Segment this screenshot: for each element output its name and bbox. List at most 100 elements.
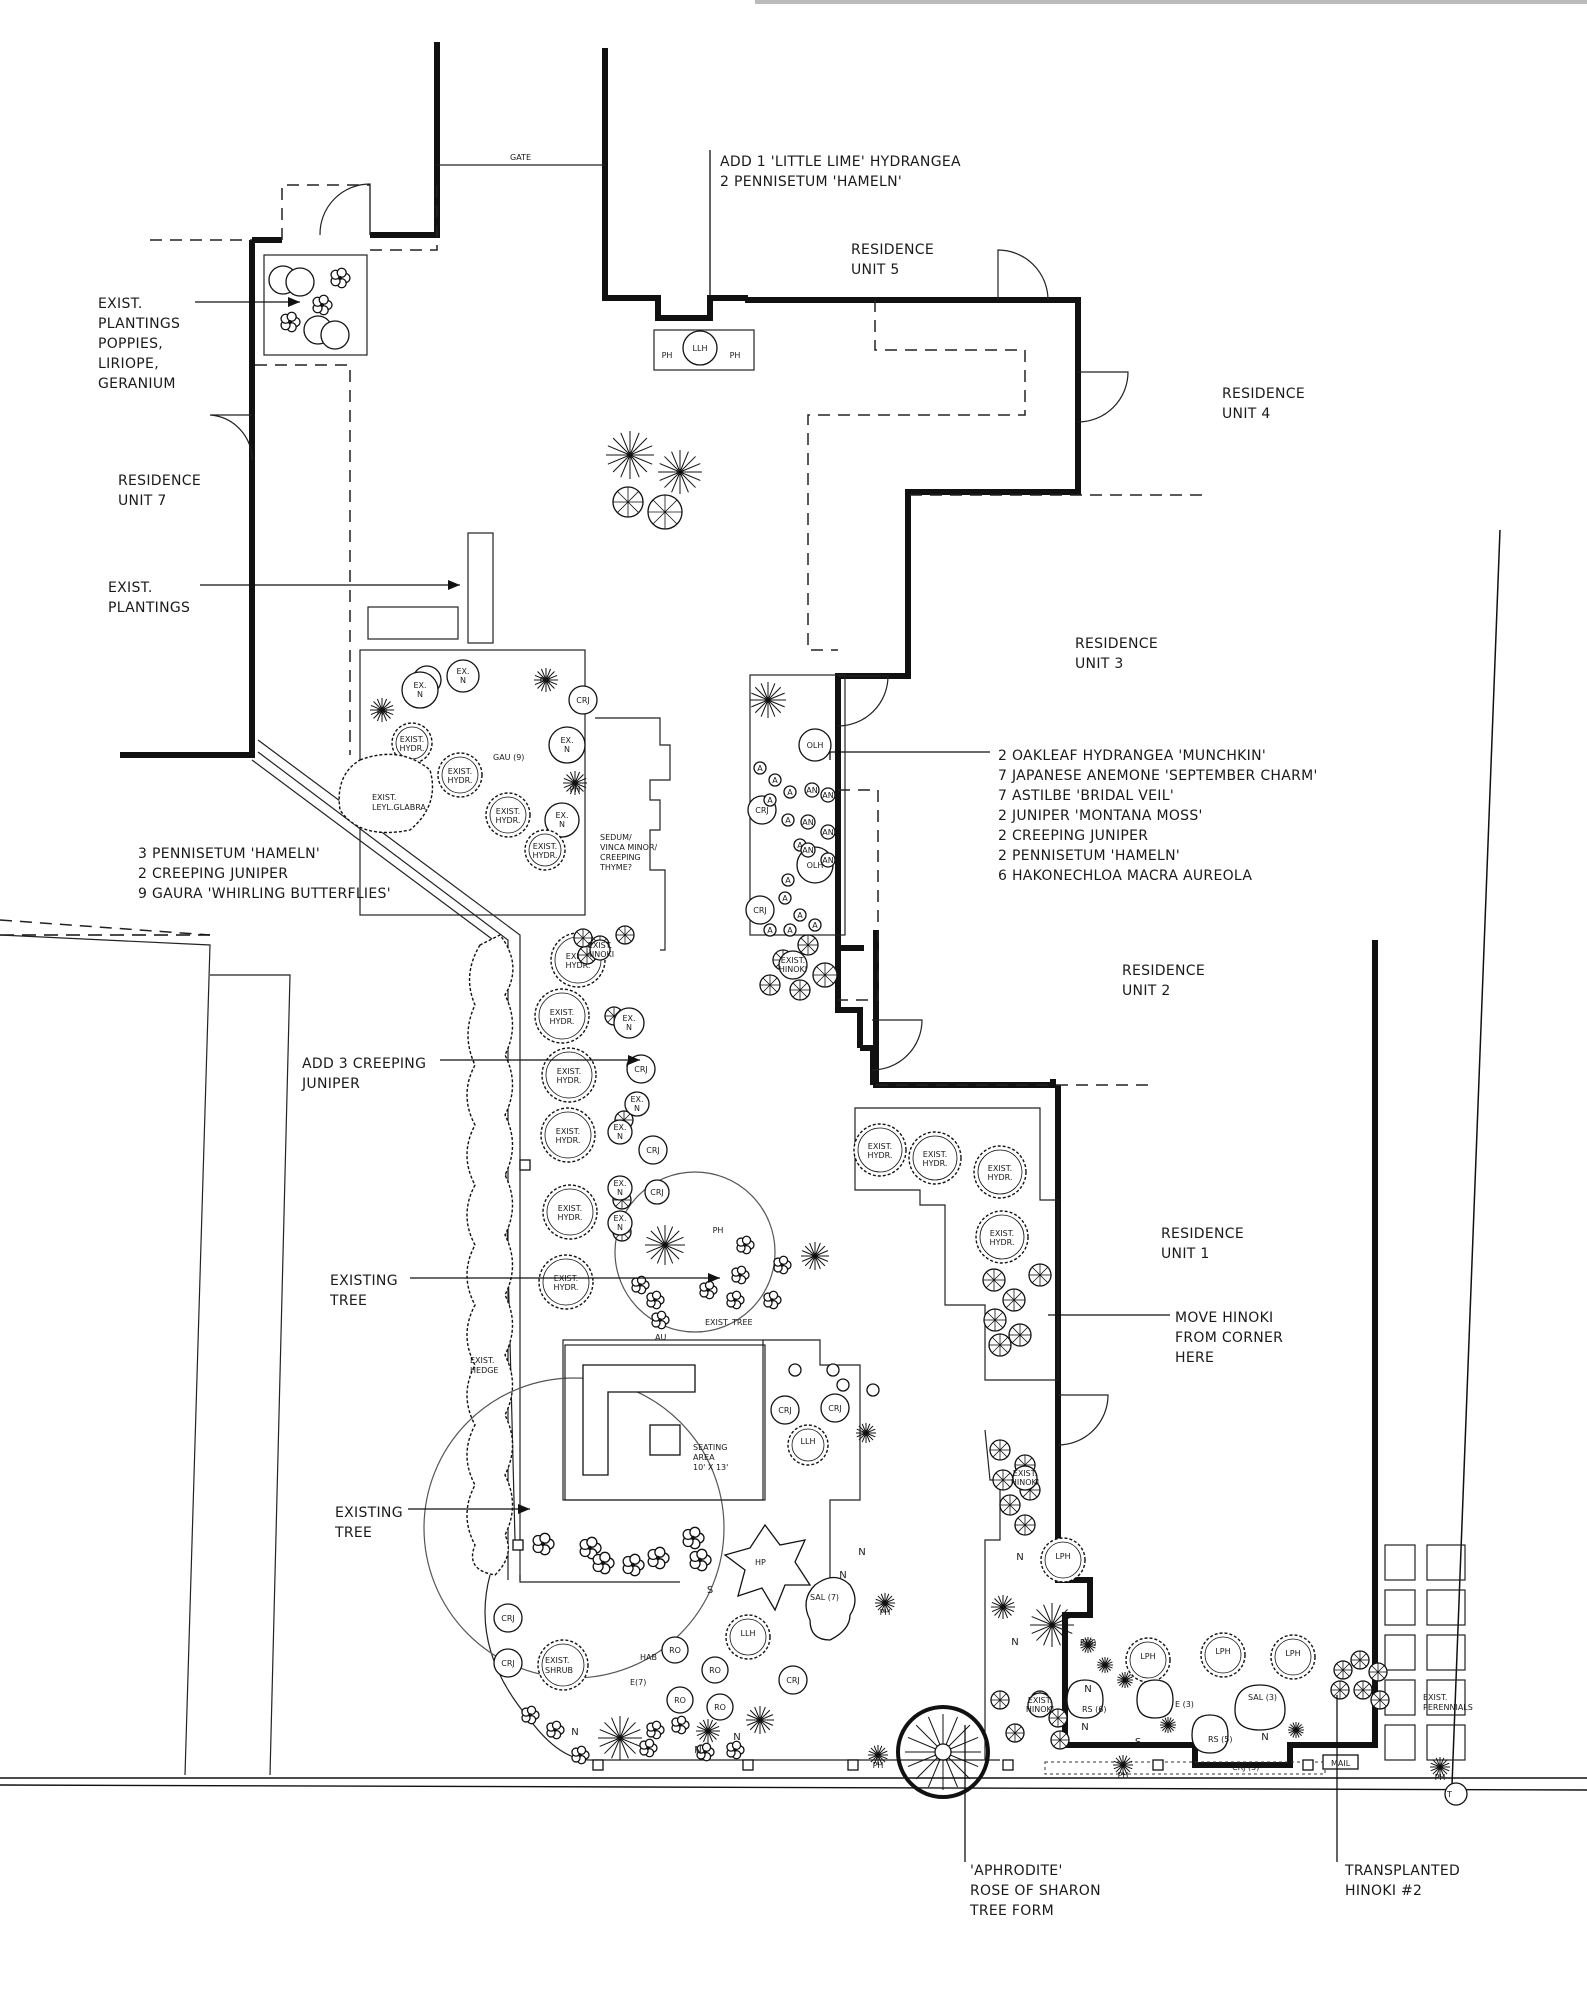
hab-label: HAB xyxy=(640,1653,657,1662)
flower-icon xyxy=(639,1738,658,1758)
creeping-juniper: CRJ xyxy=(770,1395,800,1425)
creeping-juniper: CRJ xyxy=(568,685,598,715)
hinoki-icon xyxy=(1370,1690,1390,1710)
grass-icon xyxy=(606,431,654,479)
exist-tree-small-label: EXIST. TREE xyxy=(705,1318,753,1327)
flower-icon xyxy=(726,1740,745,1760)
existing-n: EX.N xyxy=(548,726,586,764)
post-marker xyxy=(742,1759,754,1771)
flower-icon xyxy=(763,1290,782,1310)
flower-icon xyxy=(532,1532,555,1556)
exist-shrub-note: EXIST.SHRUB xyxy=(545,1656,573,1675)
small-plant xyxy=(788,1363,802,1377)
astilbe-icon: A xyxy=(763,793,777,807)
flower-icon xyxy=(773,1255,792,1275)
flower-icon xyxy=(689,1548,712,1572)
flower-icon xyxy=(726,1290,745,1310)
exist-leyl-note: EXIST.LEYL.GLABRA xyxy=(372,793,426,812)
svg-text:RO: RO xyxy=(669,1646,681,1655)
exist-perennials-note: EXIST.PERENNIALS xyxy=(1423,1693,1473,1712)
astilbe-icon: A xyxy=(781,873,795,887)
creeping-juniper: CRJ xyxy=(493,1648,523,1678)
small-shrub-icon xyxy=(1050,1730,1070,1750)
shrub-icon xyxy=(647,494,683,530)
shrub-icon xyxy=(612,486,644,518)
gau-label: GAU (9) xyxy=(493,753,524,762)
svg-text:EX.N: EX.N xyxy=(630,1095,643,1113)
plant-code-label: PH xyxy=(377,708,388,717)
svg-text:EX.N: EX.N xyxy=(555,811,568,829)
hinoki-icon xyxy=(1333,1660,1353,1680)
llh-shrub: LLH xyxy=(725,1614,771,1660)
hinoki-icon xyxy=(1368,1662,1388,1682)
grass-icon xyxy=(750,682,786,718)
existing-hydrangea: EXIST.HYDR. xyxy=(485,792,531,838)
hinoki-icon xyxy=(1353,1680,1373,1700)
pennisetum-icon xyxy=(370,698,394,722)
svg-text:EXIST.HYDR.: EXIST.HYDR. xyxy=(868,1142,893,1160)
existing-hinoki: EXIST.HINOKI xyxy=(1026,1692,1054,1718)
svg-text:LLH: LLH xyxy=(741,1629,756,1638)
small-shrub-icon xyxy=(990,1690,1010,1710)
pennisetum-icon xyxy=(563,771,587,795)
sal7-label: SAL (7) xyxy=(810,1593,839,1602)
svg-text:RO: RO xyxy=(674,1696,686,1705)
anemone-icon: AN xyxy=(820,787,836,803)
svg-text:CRJ: CRJ xyxy=(753,906,767,915)
hinoki-icon xyxy=(1002,1288,1026,1312)
existing-n: EX.N xyxy=(401,671,439,709)
gate-label: GATE xyxy=(510,153,531,162)
russian-olive: RO xyxy=(701,1656,729,1684)
existing-hydrangea: EXIST.HYDR. xyxy=(853,1123,907,1177)
creeping-juniper: CRJ xyxy=(638,1135,668,1165)
svg-text:AN: AN xyxy=(822,828,833,837)
flower-icon xyxy=(622,1553,645,1577)
svg-text:EXIST.HINOKI: EXIST.HINOKI xyxy=(1011,1469,1039,1487)
north-marker: N xyxy=(1081,1722,1088,1733)
svg-text:RO: RO xyxy=(714,1703,726,1712)
lph-hydrangea: LPH xyxy=(1270,1634,1316,1680)
hp-star-shrub xyxy=(723,1523,812,1612)
pennisetum-icon xyxy=(801,1242,829,1270)
svg-text:EXIST.HYDR.: EXIST.HYDR. xyxy=(923,1150,948,1168)
lph-hydrangea: LPH xyxy=(1200,1632,1246,1678)
paver-squares xyxy=(1384,1544,1466,1761)
pennisetum-icon xyxy=(875,1593,895,1613)
doors xyxy=(209,164,1129,1446)
e7-label: E(7) xyxy=(630,1678,646,1687)
svg-text:EXIST.HYDR.: EXIST.HYDR. xyxy=(988,1164,1013,1182)
small-grass-icon xyxy=(1117,1672,1133,1688)
flower-icon xyxy=(696,1742,715,1762)
svg-text:A: A xyxy=(757,764,763,773)
svg-text:EX.N: EX.N xyxy=(622,1014,635,1032)
small-grass-icon xyxy=(1080,1637,1096,1653)
svg-text:EXIST.HINOKI: EXIST.HINOKI xyxy=(1026,1696,1054,1714)
svg-text:RO: RO xyxy=(709,1666,721,1675)
flower-icon xyxy=(330,267,351,289)
svg-text:EX.N: EX.N xyxy=(613,1214,626,1232)
pennisetum-icon xyxy=(1430,1757,1450,1777)
grass-icon xyxy=(598,1716,642,1760)
pennisetum-icon xyxy=(534,668,558,692)
hinoki-icon xyxy=(1008,1323,1032,1347)
flower-icon xyxy=(651,1310,670,1330)
svg-text:A: A xyxy=(785,816,791,825)
anemone-icon: AN xyxy=(804,782,820,798)
svg-text:EXIST.HYDR.: EXIST.HYDR. xyxy=(557,1067,582,1085)
mail-label: MAIL xyxy=(1331,1759,1351,1768)
svg-text:EXIST.HYDR.: EXIST.HYDR. xyxy=(496,807,521,825)
plant-code-label: PH xyxy=(540,676,551,685)
flower-icon xyxy=(521,1705,540,1725)
post-marker xyxy=(1002,1759,1014,1771)
russian-olive: RO xyxy=(666,1686,694,1714)
e6-label: E(6) xyxy=(1080,1638,1096,1647)
creeping-juniper: CRJ xyxy=(493,1603,523,1633)
north-marker: N xyxy=(1016,1552,1023,1563)
existing-hinoki: EXIST.HINOKI xyxy=(778,950,808,980)
